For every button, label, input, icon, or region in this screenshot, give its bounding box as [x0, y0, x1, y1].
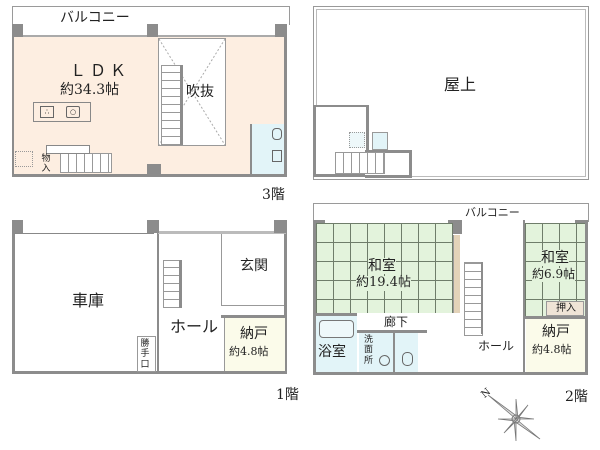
wall [221, 315, 286, 318]
wall [393, 333, 395, 372]
wall [585, 220, 588, 375]
stairs-rooftop [335, 152, 385, 174]
ldk-size: 約34.3帖 [60, 82, 120, 98]
entrance-label: 玄関 [240, 258, 268, 274]
storage-box [15, 151, 33, 167]
wall [523, 220, 525, 375]
pillar [12, 24, 23, 37]
washing-machine-icon [379, 355, 390, 366]
pillar [147, 220, 159, 233]
hatch-icon [349, 132, 365, 148]
closet-1f-label: 納戸 [240, 326, 268, 342]
floor-1-label: 1階 [276, 387, 299, 403]
washitsu-large-size: 約19.4帖 [356, 275, 411, 291]
wall [313, 372, 588, 375]
stove-icon: ∴ [40, 106, 54, 118]
kitchen-counter: ∴ ○ [33, 102, 91, 122]
oshiire [546, 301, 584, 316]
oshiire-label: 押入 [556, 303, 576, 314]
bath-label: 浴室 [318, 344, 346, 360]
tokonoma [453, 235, 460, 313]
compass-rose-icon [487, 394, 541, 442]
window-line [158, 231, 286, 234]
stairs-3f [161, 65, 182, 145]
pillar [274, 220, 287, 233]
entrance [221, 234, 285, 306]
garage-label: 車庫 [72, 291, 105, 310]
toilet-icon [272, 128, 282, 140]
pillar [12, 220, 23, 233]
closet-2f [526, 319, 585, 372]
garage-opening [14, 233, 154, 234]
wall [12, 24, 14, 176]
pillar [147, 164, 161, 176]
back-door-label: 勝手口 [140, 339, 150, 370]
rooftop-label: 屋上 [444, 75, 477, 94]
void-label: 吹抜 [186, 84, 214, 100]
balcony-2f [313, 203, 589, 222]
wc-3f [250, 124, 286, 174]
washroom-label: 洗面所 [363, 335, 373, 366]
closet-1f-size: 約4.8帖 [229, 345, 269, 358]
floor-3-label: 3階 [262, 187, 285, 203]
pillar [275, 24, 287, 37]
wall [284, 24, 287, 176]
wall [284, 222, 287, 374]
balcony-3f-label: バルコニー [60, 10, 130, 26]
closet-2f-label: 納戸 [542, 324, 570, 340]
washitsu-small-size: 約6.9帖 [532, 267, 576, 282]
balcony-3f [12, 6, 290, 25]
closet-2f-size: 約4.8帖 [532, 343, 572, 356]
pillar [147, 24, 158, 37]
sink-icon: ○ [66, 106, 80, 118]
wall [12, 222, 15, 374]
back-door[interactable] [137, 336, 156, 372]
balcony-2f-label: バルコニー [465, 206, 520, 220]
floor-2-label: 2階 [565, 389, 588, 405]
counter-low [46, 145, 90, 154]
wall [357, 330, 427, 333]
washbasin-icon [272, 150, 282, 162]
stair-wall [481, 262, 483, 334]
stair-wall [179, 260, 182, 308]
wall [525, 316, 588, 319]
washroom [359, 333, 393, 372]
washitsu-large-label: 和室 [368, 258, 396, 275]
wall [313, 313, 357, 316]
hall-1f-label: ホール [170, 317, 219, 336]
stairs-3f-lower [60, 153, 112, 173]
toilet-rooftop-icon [372, 132, 388, 150]
washitsu-small-label: 和室 [541, 250, 569, 267]
wall [12, 371, 287, 374]
wall [157, 230, 159, 372]
storage-label: 物入 [41, 154, 51, 175]
ldk-label: ＬＤＫ [70, 61, 131, 80]
bathtub-icon [319, 320, 354, 338]
toilet-2f-icon [402, 352, 413, 366]
wall [313, 220, 316, 375]
hall-2f-label: ホール [478, 339, 515, 353]
corridor-label: 廊下 [384, 315, 409, 329]
stair-wall [180, 65, 183, 145]
closet-1f [224, 318, 285, 371]
